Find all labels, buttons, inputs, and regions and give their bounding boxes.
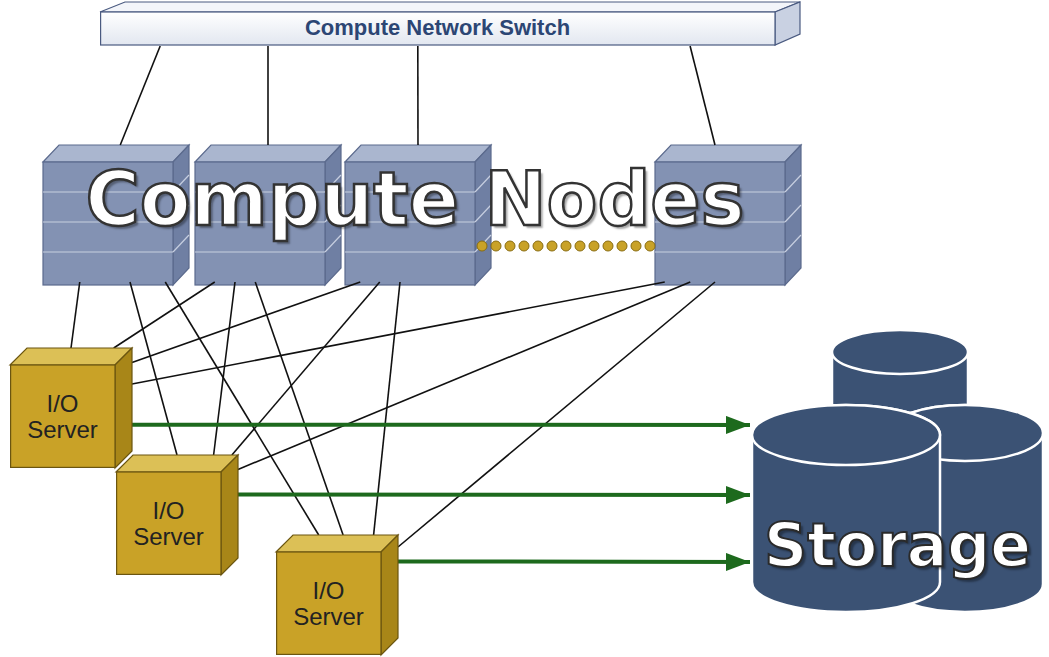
server-label: I/O Server xyxy=(285,578,371,628)
network-link xyxy=(417,46,419,145)
ellipsis-dot xyxy=(533,241,543,251)
ellipsis-dot xyxy=(519,241,529,251)
ellipsis-dot xyxy=(603,241,613,251)
server-node: I/O Server xyxy=(116,455,238,575)
ellipsis-dot xyxy=(617,241,627,251)
shelf-line xyxy=(785,175,801,192)
network-link xyxy=(71,282,80,348)
ellipsis-dot xyxy=(547,241,557,251)
network-link xyxy=(132,282,665,384)
server-label: I/O Server xyxy=(125,498,211,548)
ellipsis-dot xyxy=(575,241,585,251)
shelf-line xyxy=(345,251,475,252)
storage-node: Storage xyxy=(750,330,1045,615)
ellipsis-dot xyxy=(589,241,599,251)
ellipsis-dot xyxy=(477,241,487,251)
shelf-line xyxy=(785,205,801,222)
server-node: I/O Server xyxy=(276,535,398,655)
storage-label: Storage xyxy=(764,510,1031,580)
network-link xyxy=(398,282,715,547)
network-link xyxy=(130,282,177,455)
shelf-line xyxy=(195,251,325,252)
server-label: I/O Server xyxy=(19,391,105,441)
ellipsis-dot xyxy=(491,241,501,251)
switch-label: Compute Network Switch xyxy=(305,15,570,41)
switch-node: Compute Network Switch xyxy=(100,0,800,46)
network-link xyxy=(267,46,269,145)
network-link xyxy=(120,46,160,145)
shelf-line xyxy=(785,235,801,252)
data-flow-arrow xyxy=(238,493,750,497)
network-link xyxy=(132,282,360,362)
ellipsis-dot xyxy=(631,241,641,251)
ellipsis-dot xyxy=(505,241,515,251)
server-node: I/O Server xyxy=(10,348,132,468)
network-link xyxy=(232,282,380,455)
data-flow-arrow xyxy=(398,559,750,564)
ellipsis-dot xyxy=(645,241,655,251)
ellipsis-dot xyxy=(561,241,571,251)
compute-label: Compute Nodes xyxy=(85,156,744,242)
shelf-line xyxy=(43,251,173,252)
shelf-line xyxy=(655,251,785,252)
box-side xyxy=(785,145,801,285)
data-flow-arrow xyxy=(132,423,750,427)
compute-node: Compute Nodes xyxy=(40,145,790,282)
network-link xyxy=(255,282,343,535)
network-link xyxy=(238,282,690,469)
network-link xyxy=(690,46,715,145)
